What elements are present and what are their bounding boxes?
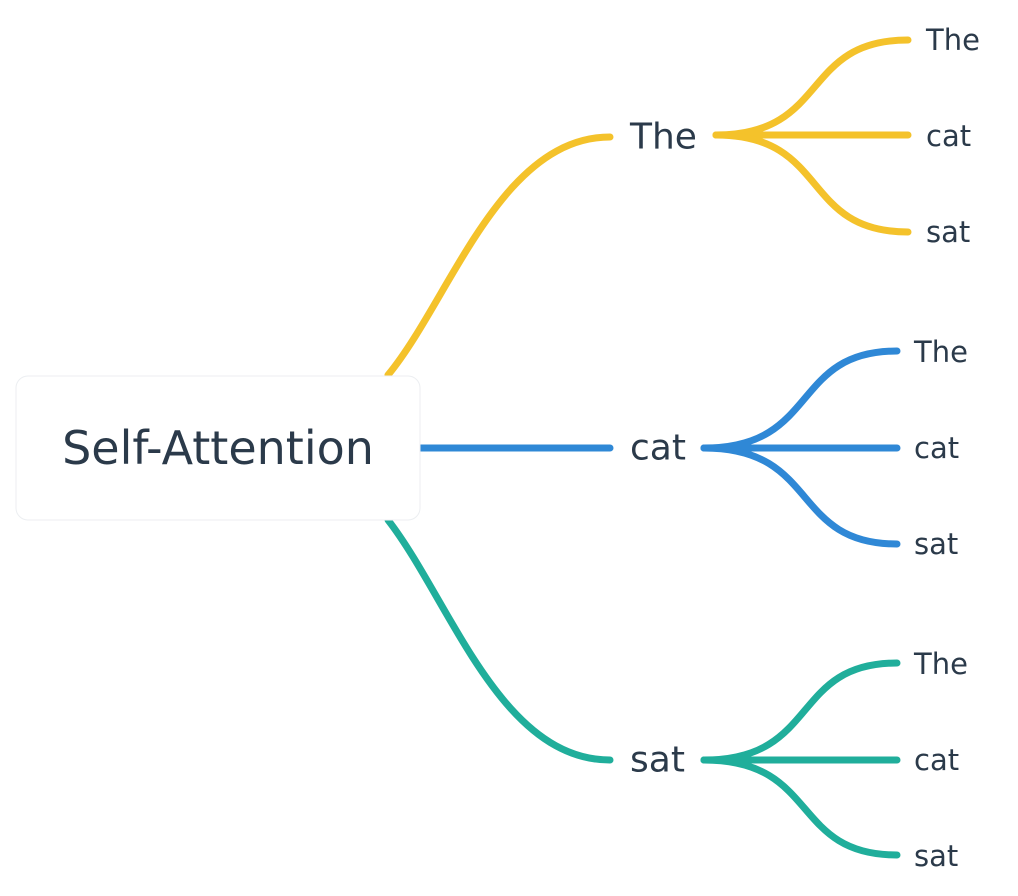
root-node[interactable]: Self-Attention (15, 375, 421, 521)
leaf-node-sat-the[interactable]: The (913, 647, 968, 681)
edge-cat-to-leaf-sat (700, 444, 901, 548)
leaf-node-cat-sat[interactable]: sat (914, 527, 958, 561)
edge-root-to-branch-the (384, 133, 614, 379)
edge-the-to-leaf-the (712, 36, 912, 139)
leaf-node-cat-the[interactable]: The (913, 335, 968, 369)
leaf-node-sat-cat[interactable]: cat (914, 743, 959, 777)
edge-sat-to-leaf-the (700, 659, 901, 764)
edge-root-to-branch-sat (384, 516, 614, 764)
leaf-node-cat-cat[interactable]: cat (914, 431, 959, 465)
branch-node-the[interactable]: The (629, 117, 697, 158)
edge-sat-to-leaf-sat (700, 756, 901, 859)
edge-cat-to-leaf-the (700, 347, 901, 452)
branch-node-cat[interactable]: cat (630, 428, 686, 469)
edge-the-to-leaf-sat (712, 131, 912, 236)
leaf-node-the-cat[interactable]: cat (926, 119, 971, 153)
leaf-node-sat-sat[interactable]: sat (914, 839, 958, 873)
branch-node-sat[interactable]: sat (630, 740, 685, 781)
root-node-label: Self-Attention (62, 421, 374, 475)
leaf-node-the-sat[interactable]: sat (926, 215, 970, 249)
leaf-node-the-the[interactable]: The (925, 23, 980, 57)
root-node-box (15, 375, 421, 521)
